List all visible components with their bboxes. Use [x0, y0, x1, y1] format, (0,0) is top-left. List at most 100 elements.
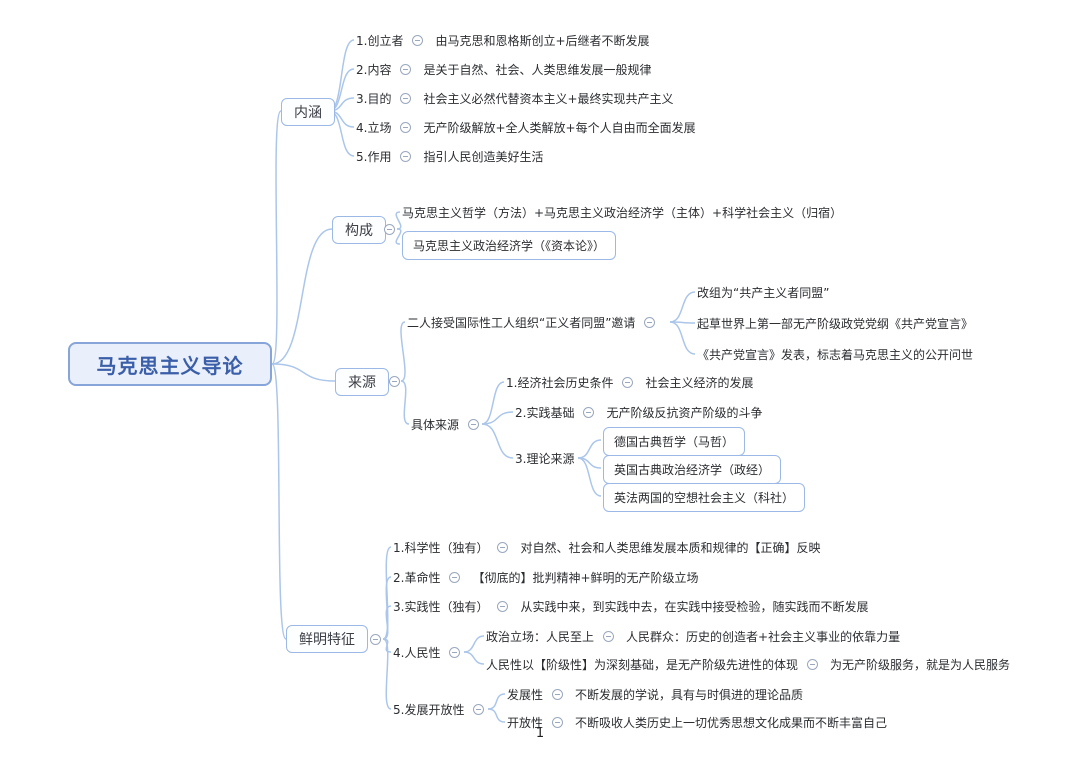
topic-label[interactable]: 1.创立者	[356, 33, 404, 48]
topic-label[interactable]: 2.革命性	[393, 570, 441, 585]
topic-row: 4.立场 无产阶级解放+全人类解放+每个人自由而全面发展	[356, 118, 696, 136]
connector-line	[382, 605, 392, 640]
topic-boxed[interactable]: 英法两国的空想社会主义（科社）	[603, 483, 806, 512]
topic-detail[interactable]: 为无产阶级服务，就是为人民服务	[830, 657, 1011, 672]
collapse-icon[interactable]	[552, 716, 564, 728]
collapse-icon[interactable]	[603, 630, 615, 642]
connector-line	[481, 423, 514, 459]
page-number: 1	[535, 726, 545, 741]
topic-row: 5.作用 指引人民创造美好生活	[356, 147, 543, 165]
topic-row: 1.经济社会历史条件 社会主义经济的发展	[506, 373, 753, 391]
connector-line	[400, 321, 406, 382]
collapse-icon[interactable]	[473, 703, 485, 715]
connector-line	[463, 635, 485, 653]
branch-goucheng[interactable]: 构成	[332, 216, 386, 244]
topic-label[interactable]: 二人接受国际性工人组织“正义者同盟”邀请	[407, 315, 636, 330]
topic-row: 政治立场：人民至上 人民群众：历史的创造者+社会主义事业的依靠力量	[486, 627, 900, 645]
connector-line	[669, 291, 696, 323]
collapse-icon[interactable]	[497, 600, 509, 612]
topic-row: 人民性以【阶级性】为深刻基础，是无产阶级先进性的体现 为无产阶级服务，就是为人民…	[486, 655, 1010, 673]
topic-label[interactable]: 3.实践性（独有）	[393, 599, 489, 614]
collapse-icon[interactable]	[468, 418, 480, 430]
collapse-icon[interactable]	[807, 658, 819, 670]
topic-label[interactable]: 3.理论来源	[515, 451, 575, 466]
collapse-icon[interactable]	[583, 406, 595, 418]
topic-detail[interactable]: 不断吸收人类历史上一切优秀思想文化成果而不断丰富自己	[575, 715, 888, 730]
collapse-icon[interactable]	[412, 34, 424, 46]
topic-detail[interactable]: 社会主义经济的发展	[645, 375, 754, 390]
topic-label[interactable]: 5.作用	[356, 149, 392, 164]
connector-line	[271, 363, 336, 382]
topic-detail[interactable]: 无产阶级反抗资产阶级的斗争	[606, 405, 763, 420]
topic-row: 开放性 不断吸收人类历史上一切优秀思想文化成果而不断丰富自己	[507, 713, 887, 731]
topic-detail[interactable]: 社会主义必然代替资本主义+最终实现共产主义	[423, 91, 674, 106]
collapse-icon[interactable]	[384, 224, 395, 235]
topic-label[interactable]: 起草世界上第一部无产阶级政党党纲《共产党宣言》	[697, 316, 974, 331]
topic-detail[interactable]: 不断发展的学说，具有与时俱进的理论品质	[575, 687, 804, 702]
connector-line	[271, 110, 282, 365]
topic-row: 3.实践性（独有） 从实践中来，到实践中去，在实践中接受检验，随实践而不断发展	[393, 597, 868, 615]
branch-neihan[interactable]: 内涵	[281, 98, 335, 126]
collapse-icon[interactable]	[400, 63, 412, 75]
connector-line	[395, 228, 402, 245]
topic-row: 2.内容 是关于自然、社会、人类思维发展一般规律	[356, 60, 651, 78]
topic-detail[interactable]: 是关于自然、社会、人类思维发展一般规律	[423, 62, 652, 77]
topic-label[interactable]: 1.科学性（独有）	[393, 540, 489, 555]
root-topic[interactable]: 马克思主义导论	[68, 342, 272, 386]
collapse-icon[interactable]	[400, 121, 412, 133]
connector-line	[382, 638, 392, 710]
connector-line	[577, 439, 602, 459]
topic-label[interactable]: 2.内容	[356, 62, 392, 77]
topic-detail[interactable]: 从实践中来，到实践中去，在实践中接受检验，随实践而不断发展	[520, 599, 869, 614]
collapse-icon[interactable]	[552, 688, 564, 700]
topic-label[interactable]: 发展性	[507, 687, 544, 702]
collapse-icon[interactable]	[400, 150, 412, 162]
topic-label[interactable]: 2.实践基础	[515, 405, 575, 420]
topic-label[interactable]: 人民性以【阶级性】为深刻基础，是无产阶级先进性的体现	[486, 657, 799, 672]
collapse-icon[interactable]	[644, 316, 656, 328]
topic-label[interactable]: 政治立场：人民至上	[486, 629, 595, 644]
collapse-icon[interactable]	[400, 92, 412, 104]
connector-line	[481, 411, 514, 425]
topic-label[interactable]: 具体来源	[411, 417, 460, 432]
collapse-icon[interactable]	[622, 376, 634, 388]
collapse-icon[interactable]	[370, 634, 381, 645]
topic-boxed[interactable]: 马克思主义政治经济学（《资本论》）	[402, 231, 617, 260]
topic-detail[interactable]: 对自然、社会和人类思维发展本质和规律的【正确】反映	[520, 540, 821, 555]
topic-row: 2.革命性 【彻底的】批判精神+鲜明的无产阶级立场	[393, 568, 699, 586]
topic-row: 1.科学性（独有） 对自然、社会和人类思维发展本质和规律的【正确】反映	[393, 538, 820, 556]
connector-line	[400, 380, 410, 425]
topic-label[interactable]: 开放性	[507, 715, 544, 730]
topic-row: 改组为“共产主义者同盟”	[697, 283, 829, 301]
topic-detail[interactable]: 无产阶级解放+全人类解放+每个人自由而全面发展	[423, 120, 696, 135]
topic-boxed[interactable]: 英国古典政治经济学（政经）	[603, 455, 782, 484]
branch-tezheng[interactable]: 鲜明特征	[286, 625, 368, 653]
collapse-icon[interactable]	[449, 646, 461, 658]
topic-label[interactable]: 《共产党宣言》发表，标志着马克思主义的公开问世	[697, 347, 974, 362]
topic-detail[interactable]: 指引人民创造美好生活	[423, 149, 544, 164]
topic-row: 2.实践基础 无产阶级反抗资产阶级的斗争	[515, 403, 762, 421]
topic-detail[interactable]: 人民群众：历史的创造者+社会主义事业的依靠力量	[626, 629, 901, 644]
topic-boxed[interactable]: 德国古典哲学（马哲）	[603, 427, 746, 456]
topic-detail[interactable]: 由马克思和恩格斯创立+后继者不断发展	[435, 33, 650, 48]
branch-laiyuan[interactable]: 来源	[335, 368, 389, 396]
connector-line	[271, 228, 333, 365]
connector-line	[487, 693, 506, 710]
topic-label[interactable]: 改组为“共产主义者同盟”	[697, 285, 830, 300]
topic-label[interactable]: 3.目的	[356, 91, 392, 106]
topic-detail[interactable]: 【彻底的】批判精神+鲜明的无产阶级立场	[472, 570, 699, 585]
collapse-icon[interactable]	[389, 376, 400, 387]
topic-label[interactable]: 4.立场	[356, 120, 392, 135]
topic-label[interactable]: 4.人民性	[393, 645, 441, 660]
topic-row: 二人接受国际性工人组织“正义者同盟”邀请	[407, 313, 656, 331]
connector-line	[577, 457, 602, 497]
connector-line	[481, 381, 505, 425]
topic-row: 3.目的 社会主义必然代替资本主义+最终实现共产主义	[356, 89, 674, 107]
topic-label[interactable]: 马克思主义哲学（方法）+马克思主义政治经济学（主体）+科学社会主义（归宿）	[402, 205, 843, 220]
topic-label[interactable]: 1.经济社会历史条件	[506, 375, 614, 390]
collapse-icon[interactable]	[449, 571, 461, 583]
connector-line	[463, 651, 485, 665]
topic-row: 4.人民性	[393, 643, 461, 661]
collapse-icon[interactable]	[497, 541, 509, 553]
topic-label[interactable]: 5.发展开放性	[393, 702, 465, 717]
